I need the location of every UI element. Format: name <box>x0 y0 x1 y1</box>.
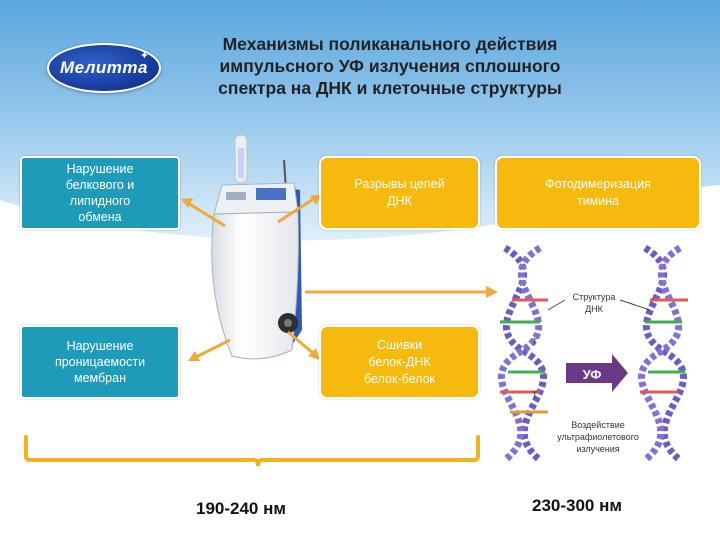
box-thymine-dimerization: Фотодимеризация тимина <box>495 156 701 230</box>
title-line: спектра на ДНК и клеточные структуры <box>218 78 562 98</box>
box-line: Нарушение <box>66 339 134 353</box>
uv-effect-label: ультрафиолетового <box>557 432 639 442</box>
box-line: Нарушение <box>66 162 134 176</box>
title-line: импульсного УФ излучения сплошного <box>219 56 561 76</box>
box-line: белок-белок <box>364 371 435 386</box>
logo-text: Мелитта <box>60 58 148 77</box>
wavelength-range-left: 190-240 нм <box>196 499 286 518</box>
box-line: Разрывы цепей <box>354 177 445 191</box>
base-label: Т <box>532 390 538 400</box>
box-line: мембран <box>74 371 126 385</box>
arrow-to-metabolism <box>187 201 226 228</box>
company-logo: Мелитта ✦ <box>47 43 161 93</box>
title-line: Механизмы поликанального действия <box>222 34 558 54</box>
arrow-head-icon <box>188 351 200 361</box>
wavelength-range-right: 230-300 нм <box>532 496 622 515</box>
box-line: белок-ДНК <box>368 354 431 369</box>
box-dna-breaks: Разрывы цепей ДНК <box>319 156 480 230</box>
arrow-head-icon <box>308 348 320 360</box>
box-metabolism-disruption: Нарушение белкового и липидного обмена <box>20 156 180 230</box>
box-crosslinks: Сшивки белок-ДНК белок-белок <box>319 325 480 399</box>
arrow-head-icon <box>181 198 193 208</box>
uv-arrow-icon <box>566 354 628 392</box>
box-line: тимина <box>576 194 620 208</box>
dna-structure-label: ДНК <box>585 304 604 314</box>
box-line: ДНК <box>387 194 412 208</box>
star-icon: ✦ <box>139 50 149 62</box>
box-line: проницаемости <box>54 355 146 369</box>
box-membrane-permeability: Нарушение проницаемости мембран <box>20 325 180 399</box>
arrow-to-dna-breaks <box>277 196 316 224</box>
box-line: Фотодимеризация <box>545 177 651 191</box>
arrow-to-membranes <box>195 338 231 359</box>
dna-structure-label: Структура <box>573 292 616 302</box>
base-label: Т <box>532 337 538 347</box>
uv-effect-label: Воздействие <box>571 420 625 430</box>
dna-helix-right <box>638 244 688 463</box>
uv-label: УФ <box>583 367 602 382</box>
box-line: липидного <box>69 194 131 208</box>
page-title: Механизмы поликанального действия импуль… <box>170 33 610 99</box>
dna-helix-left <box>498 244 548 463</box>
arrow-to-crosslinks <box>287 330 315 356</box>
uv-effect-label: излучения <box>576 444 619 454</box>
box-line: белкового и <box>65 178 135 192</box>
box-line: обмена <box>78 210 122 224</box>
box-line: Сшивки <box>376 337 423 352</box>
arrow-head-icon <box>486 286 498 298</box>
